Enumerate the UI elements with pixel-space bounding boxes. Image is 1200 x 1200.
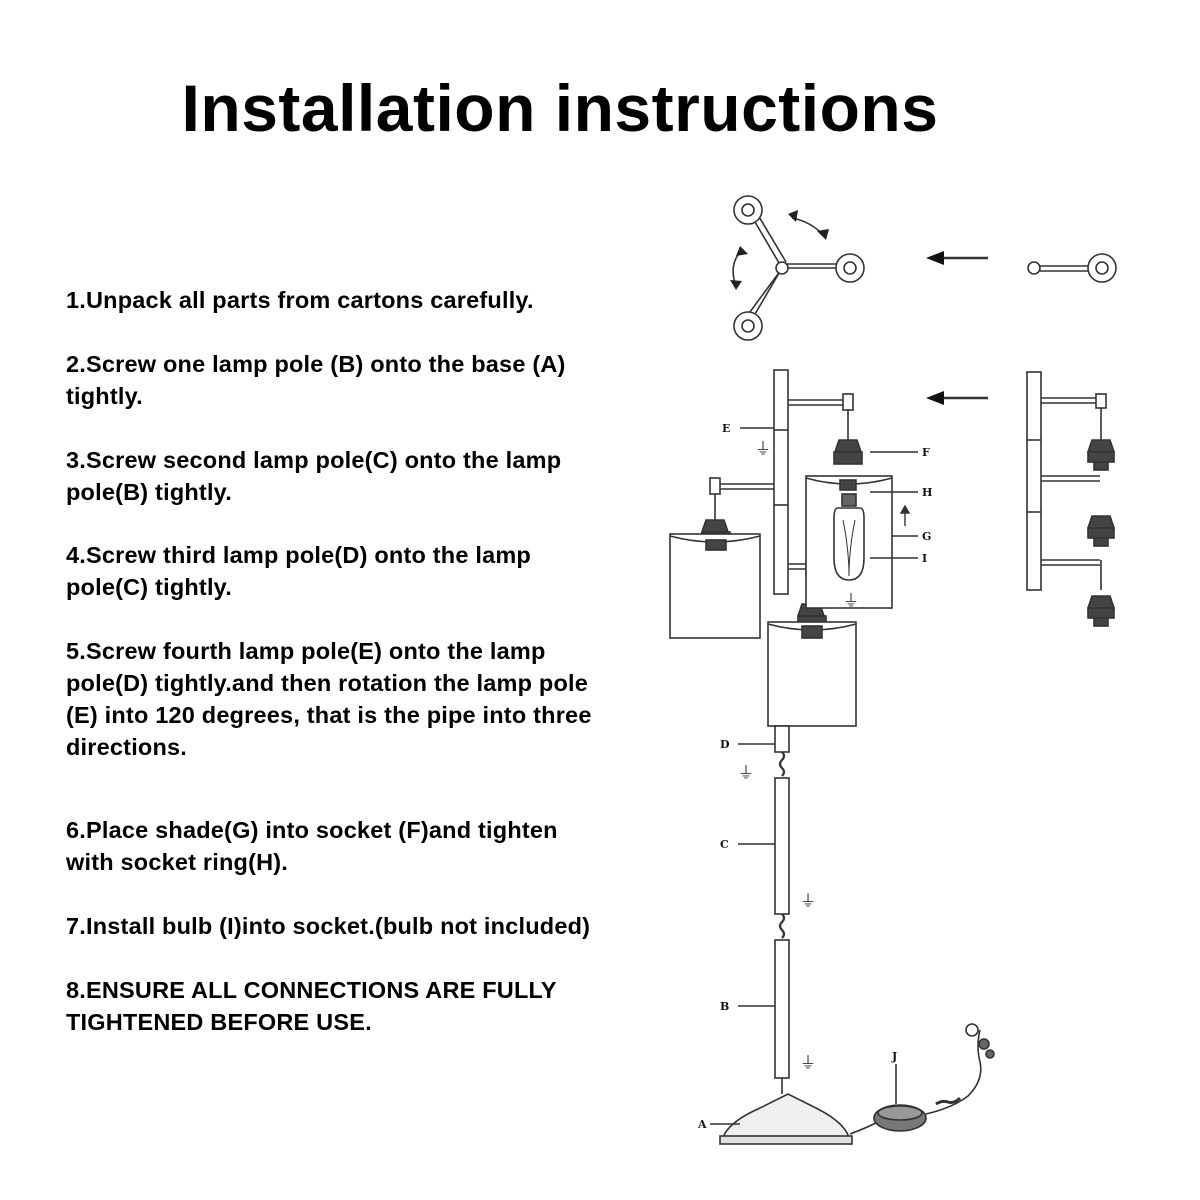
label-f: F — [922, 446, 930, 459]
step-5: 5.Screw fourth lamp pole(E) onto the lam… — [66, 638, 592, 760]
label-a: A — [697, 1118, 707, 1131]
lamp-pole-b — [774, 939, 790, 1079]
lamp-pole-d — [774, 725, 790, 753]
svg-text:⏚: ⏚ — [800, 1053, 816, 1072]
step-7: 7.Install bulb (I)into socket.(bulb not … — [66, 913, 591, 939]
rotation-arrow-icon — [730, 210, 829, 290]
rotation-hub-diagram — [732, 195, 865, 341]
svg-text:⏚: ⏚ — [755, 439, 771, 458]
page-title: Installation instructions — [181, 71, 939, 145]
shade-g — [669, 533, 761, 639]
svg-text:⏚: ⏚ — [843, 591, 859, 610]
arrow-left-icon — [926, 251, 944, 265]
step-6: 6.Place shade(G) into socket (F)and tigh… — [66, 817, 558, 875]
step-2: 2.Screw one lamp pole (B) onto the base … — [66, 351, 566, 409]
step-4: 4.Screw third lamp pole(D) onto the lamp… — [66, 542, 531, 600]
arrow-left-icon — [926, 391, 944, 405]
label-g: G — [922, 530, 931, 543]
bulb-i — [833, 493, 865, 581]
shade-g — [767, 621, 857, 727]
up-arrow-icon — [899, 504, 911, 526]
svg-text:⏚: ⏚ — [800, 891, 816, 910]
label-d: D — [720, 738, 730, 751]
step-3: 3.Screw second lamp pole(C) onto the lam… — [66, 447, 562, 505]
step-1: 1.Unpack all parts from cartons carefull… — [66, 287, 534, 313]
single-arm-part — [1027, 253, 1117, 283]
label-j: J — [891, 1050, 897, 1063]
label-h: H — [922, 486, 932, 499]
base-a — [721, 1093, 851, 1143]
label-b: B — [720, 1000, 729, 1013]
step-8: 8.ENSURE ALL CONNECTIONS ARE FULLY TIGHT… — [66, 977, 557, 1035]
label-i: I — [922, 552, 927, 565]
label-c: C — [720, 838, 729, 851]
pole-e-detail — [1026, 371, 1116, 627]
lamp-pole-c — [774, 777, 790, 915]
lamp-assembly-diagram: ⏚ ⏚ ⏚ ⏚ ⏚ E F H G I D C B A J — [669, 195, 1117, 1145]
label-e: E — [722, 422, 730, 435]
screw-icon: ⏚ ⏚ ⏚ ⏚ ⏚ — [738, 439, 859, 1072]
svg-text:⏚: ⏚ — [738, 763, 754, 782]
